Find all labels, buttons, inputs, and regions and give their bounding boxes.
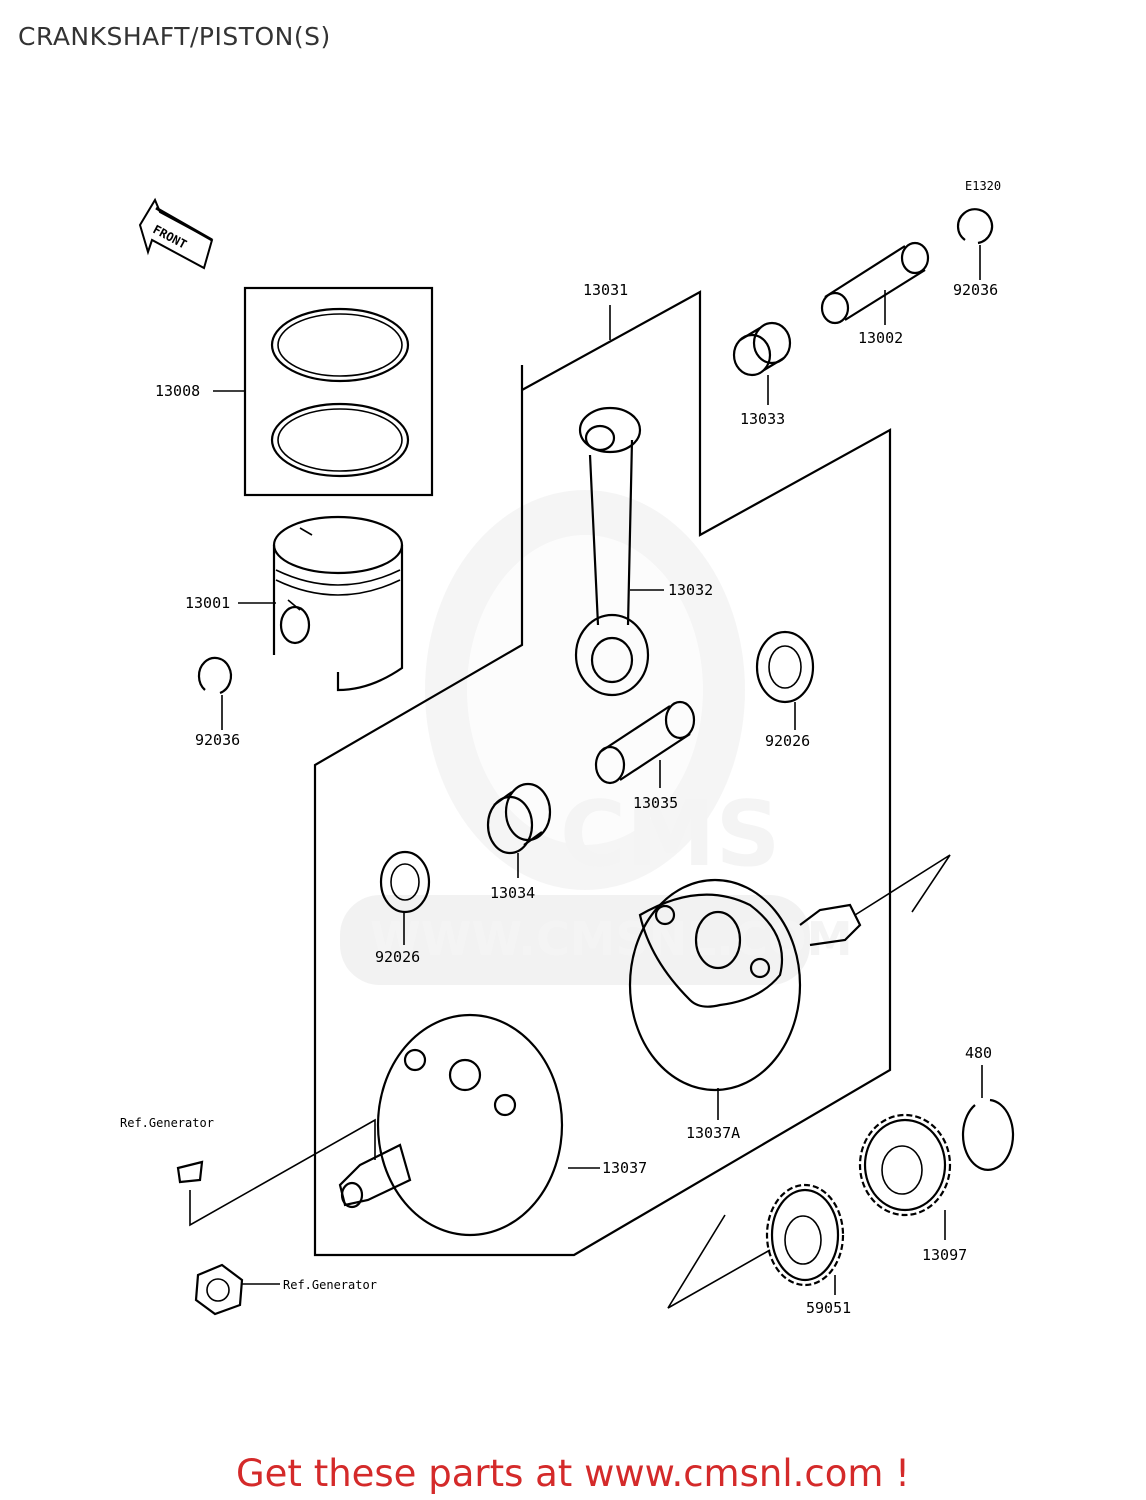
ref-generator-label-bottom: Ref.Generator <box>283 1278 377 1292</box>
diagram-code: E1320 <box>965 179 1001 193</box>
crankshaft-half-icon <box>338 1013 564 1237</box>
piston-icon <box>272 515 404 692</box>
ref-generator-label-top: Ref.Generator <box>120 1116 214 1130</box>
page-title: CRANKSHAFT/PISTON(S) <box>18 22 331 51</box>
circlip-icon <box>197 656 233 695</box>
label-13037: 13037 <box>602 1159 647 1177</box>
connecting-rod-icon <box>574 406 650 697</box>
footer-link-text[interactable]: Get these parts at www.cmsnl.com ! <box>235 1452 910 1495</box>
crank-pin-icon <box>594 700 696 785</box>
watermark-url: WWW.CMSNL.COM <box>370 912 853 966</box>
label-13001: 13001 <box>185 594 230 612</box>
label-59051: 59051 <box>806 1299 851 1317</box>
front-label: FRONT <box>151 222 189 251</box>
label-92036-right: 92036 <box>953 281 998 299</box>
crankshaft-half-icon <box>628 878 862 1092</box>
piston-ring-box <box>243 286 434 497</box>
label-13032: 13032 <box>668 581 713 599</box>
label-92026-left: 92026 <box>375 948 420 966</box>
label-13008: 13008 <box>155 382 200 400</box>
needle-bearing-icon <box>732 321 792 377</box>
label-13035: 13035 <box>633 794 678 812</box>
label-13037A: 13037A <box>686 1124 740 1142</box>
gear-icon <box>765 1183 845 1287</box>
gear-icon <box>858 1113 952 1217</box>
crank-assembly-outline <box>313 290 892 1257</box>
thrust-washer-icon <box>379 850 431 914</box>
flange-nut-icon <box>194 1263 244 1316</box>
label-13033: 13033 <box>740 410 785 428</box>
label-13097: 13097 <box>922 1246 967 1264</box>
label-13034: 13034 <box>490 884 535 902</box>
needle-bearing-icon <box>486 782 552 855</box>
thrust-washer-icon <box>755 630 815 704</box>
label-13002: 13002 <box>858 329 903 347</box>
cms-watermark: CMS WWW.CMSNL.COM <box>340 490 853 985</box>
label-480: 480 <box>965 1044 992 1062</box>
piston-ring-icon <box>270 307 410 478</box>
woodruff-key-icon <box>176 1160 204 1184</box>
piston-pin-icon <box>820 241 930 325</box>
label-92026-right: 92026 <box>765 732 810 750</box>
label-92036-left: 92036 <box>195 731 240 749</box>
watermark-brand: CMS <box>560 782 780 887</box>
circlip-icon <box>956 208 994 245</box>
circlip-icon <box>961 1098 1015 1171</box>
front-arrow-icon: FRONT <box>138 197 214 270</box>
label-13031: 13031 <box>583 281 628 299</box>
